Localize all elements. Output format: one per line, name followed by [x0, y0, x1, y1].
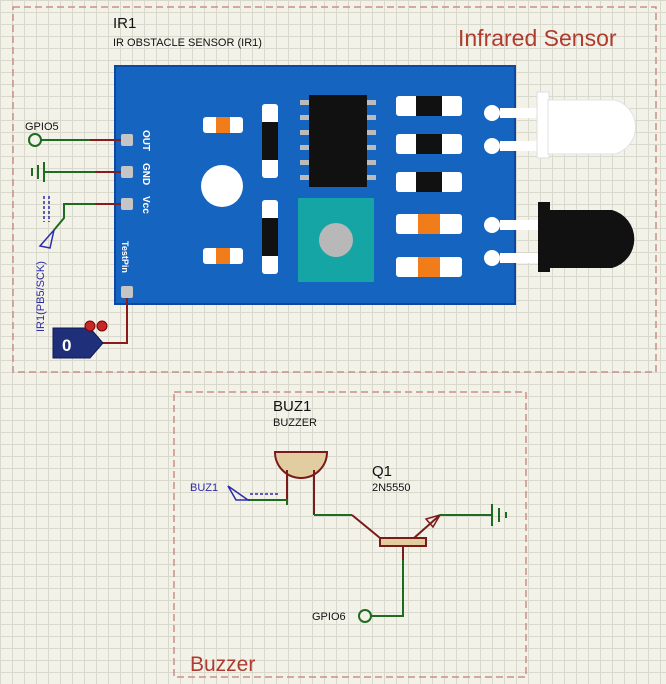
ir-emitter-led-icon	[500, 91, 637, 159]
clock-label: IR1(PB5/SCK)	[35, 261, 47, 332]
buzzer-ground-icon	[440, 504, 507, 526]
gpio6-label: GPIO6	[312, 611, 346, 623]
buzzer-ref-label: BUZ1	[273, 398, 311, 415]
ir-value-label: IR OBSTACLE SENSOR (IR1)	[113, 37, 262, 49]
ir-receiver-led-icon	[500, 202, 635, 272]
buzzer-value-label: BUZZER	[273, 417, 317, 429]
buzzer-input-label: BUZ1	[190, 482, 218, 494]
transistor-ref-label: Q1	[372, 463, 392, 480]
ground-icon	[31, 162, 121, 182]
ir-section-title: Infrared Sensor	[458, 25, 617, 51]
buzzer-input-connection[interactable]	[227, 485, 288, 505]
buzzer-terminal-icon	[227, 485, 251, 501]
buzzer-icon[interactable]	[273, 451, 329, 515]
buzzer-section-border	[173, 391, 527, 678]
gpio5-label: GPIO5	[25, 121, 59, 133]
gpio6-connection[interactable]	[358, 560, 404, 623]
gpio5-connection[interactable]	[28, 133, 121, 147]
ir-sensor-module[interactable]: OUT GND Vcc TestPin	[114, 65, 516, 305]
logic-state-probe[interactable]: 0	[52, 298, 128, 359]
pin-gnd-label: GND	[140, 163, 151, 185]
transistor-value-label: 2N5550	[372, 482, 411, 494]
power-led-icon	[201, 165, 243, 207]
pin-vcc-label: Vcc	[140, 196, 151, 214]
clock-terminal-icon	[38, 229, 55, 249]
logic-state-value: 0	[62, 336, 71, 355]
comparator-ic-icon	[300, 95, 376, 187]
pin-testpin-label: TestPin	[120, 241, 130, 273]
pin-out-label: OUT	[140, 130, 151, 151]
transistor-icon[interactable]	[351, 513, 442, 560]
ir-ref-label: IR1	[113, 15, 136, 32]
ir-section-border	[12, 6, 657, 373]
buzzer-section-title: Buzzer	[190, 653, 255, 676]
potentiometer-icon	[298, 198, 374, 282]
vcc-connection[interactable]	[38, 196, 121, 249]
